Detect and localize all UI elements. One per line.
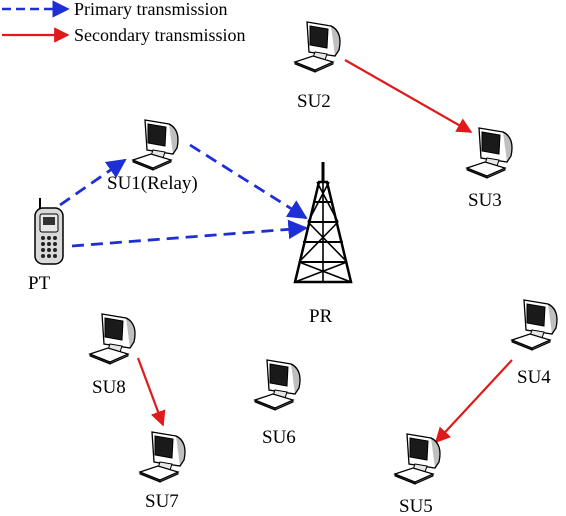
su5-label: SU5 bbox=[399, 496, 433, 516]
legend-primary-label: Primary transmission bbox=[74, 0, 228, 19]
legend: Primary transmission Secondary transmiss… bbox=[2, 0, 245, 45]
link-su8-su7 bbox=[136, 357, 166, 427]
pr-tower-icon bbox=[293, 160, 353, 284]
su6-computer-icon bbox=[254, 359, 301, 411]
su1-computer-icon bbox=[132, 119, 179, 171]
pt-phone-icon bbox=[34, 198, 64, 265]
link-su4-su5 bbox=[434, 359, 513, 444]
su8-computer-icon bbox=[89, 313, 136, 365]
su5-computer-icon bbox=[394, 433, 441, 485]
su3-computer-icon bbox=[466, 127, 513, 179]
su3-label: SU3 bbox=[468, 190, 502, 211]
pr-label: PR bbox=[309, 306, 333, 327]
su4-computer-icon bbox=[511, 299, 558, 351]
link-su1-pr bbox=[189, 143, 308, 220]
su6-label: SU6 bbox=[262, 427, 296, 448]
su2-label: SU2 bbox=[297, 91, 331, 112]
pt-label: PT bbox=[28, 273, 51, 294]
su7-label: SU7 bbox=[145, 491, 179, 512]
legend-secondary-label: Secondary transmission bbox=[74, 25, 245, 45]
su1-label: SU1(Relay) bbox=[107, 173, 198, 194]
link-su2-su3 bbox=[344, 59, 473, 133]
su4-label: SU4 bbox=[517, 367, 551, 388]
link-pt-pr bbox=[71, 219, 308, 248]
su7-computer-icon bbox=[139, 431, 186, 483]
su2-computer-icon bbox=[294, 21, 341, 73]
link-pt-su1 bbox=[59, 158, 127, 207]
su8-label: SU8 bbox=[92, 377, 126, 398]
